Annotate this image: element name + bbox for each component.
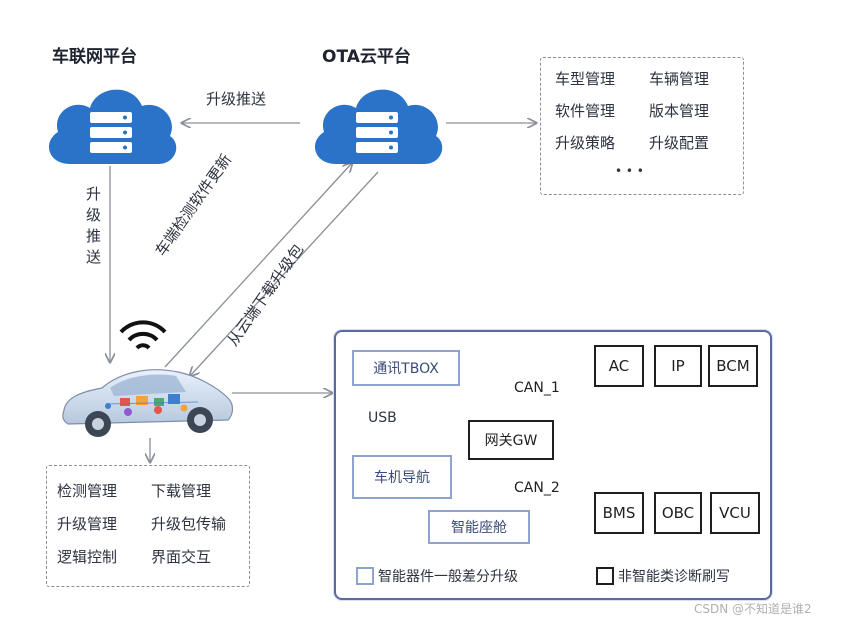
- ecu-obc: OBC: [654, 492, 702, 534]
- ecu-ip: IP: [654, 345, 702, 387]
- head-unit-node: 车机导航: [352, 455, 452, 499]
- ota-cloud-icon: [314, 89, 443, 164]
- wifi-icon: [119, 320, 167, 350]
- download-arrow: [190, 171, 379, 376]
- function-item: 升级包传输: [151, 515, 227, 533]
- function-item: 软件管理: [555, 102, 616, 120]
- can1-label: CAN_1: [514, 380, 560, 396]
- function-item: 版本管理: [649, 102, 710, 120]
- ecu-bcm: BCM: [708, 345, 758, 387]
- legend-non-smart-swatch: [596, 567, 614, 585]
- connected-platform-cloud-icon: [48, 89, 177, 164]
- legend-smart-swatch: [356, 567, 374, 585]
- vehicle-functions-box: 检测管理 下载管理 升级管理 升级包传输 逻辑控制 界面交互: [46, 465, 250, 587]
- watermark: CSDN @不知道是谁2: [694, 602, 812, 616]
- function-item: 检测管理: [57, 482, 118, 500]
- usb-label: USB: [368, 410, 397, 426]
- detect-update-arrow: [164, 163, 352, 368]
- function-item: 车型管理: [555, 70, 616, 88]
- function-item: 升级配置: [649, 134, 710, 152]
- ecu-vcu: VCU: [710, 492, 760, 534]
- ellipsis: • • •: [615, 164, 644, 178]
- legend-smart-label: 智能器件一般差分升级: [378, 569, 518, 585]
- cloud-functions-box: 车型管理 车辆管理 软件管理 版本管理 升级策略 升级配置 • • •: [540, 57, 744, 195]
- function-item: 升级管理: [57, 515, 118, 533]
- ecu-ac: AC: [594, 345, 644, 387]
- function-item: 界面交互: [151, 548, 212, 566]
- car-icon: [62, 369, 234, 437]
- function-item: 逻辑控制: [57, 548, 118, 566]
- connected-platform-title: 车联网平台: [52, 47, 137, 67]
- ota-platform-title: OTA云平台: [322, 47, 411, 67]
- smart-cockpit-node: 智能座舱: [428, 510, 530, 544]
- legend-non-smart-label: 非智能类诊断刷写: [618, 569, 730, 585]
- tbox-node: 通讯TBOX: [352, 350, 460, 386]
- can2-label: CAN_2: [514, 480, 560, 496]
- function-item: 车辆管理: [649, 70, 710, 88]
- function-item: 升级策略: [555, 134, 616, 152]
- gateway-node: 网关GW: [468, 420, 554, 460]
- ecu-bms: BMS: [594, 492, 644, 534]
- push-upgrade-vertical-label: 升级推送: [84, 186, 102, 270]
- push-upgrade-label: 升级推送: [206, 90, 267, 108]
- function-item: 下载管理: [151, 482, 212, 500]
